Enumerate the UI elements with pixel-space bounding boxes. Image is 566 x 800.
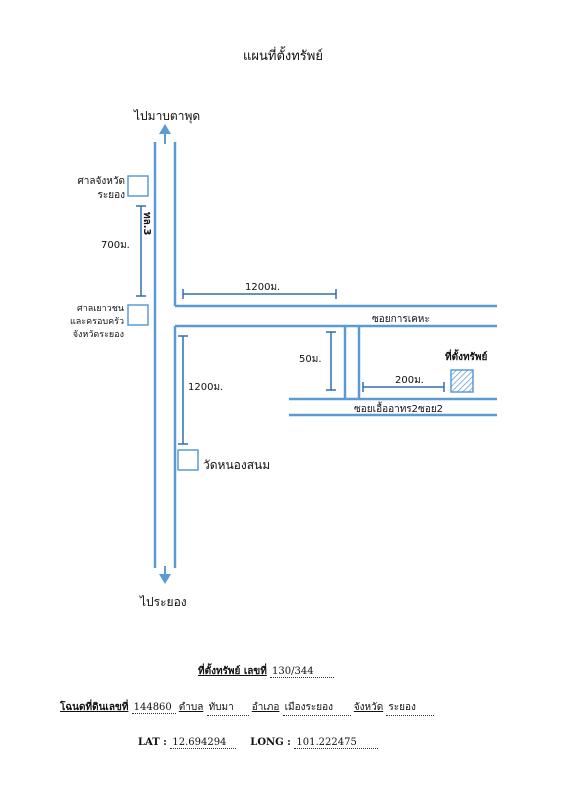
- juvenile-court-marker: [127, 304, 149, 326]
- highway-label: ทล.3: [141, 212, 152, 236]
- province-value: ระยอง: [386, 700, 435, 716]
- long-label: LONG :: [250, 737, 291, 748]
- dimension-soi-gap: [326, 331, 336, 391]
- tambon-label: ตำบล: [178, 702, 204, 713]
- tambon-value: ทับมา: [206, 700, 249, 716]
- property-label: ที่ตั้งทรัพย์: [445, 352, 488, 363]
- amphoe-value: เมืองระยอง: [282, 700, 351, 716]
- north-arrow: [159, 124, 171, 144]
- property-marker: [450, 369, 474, 393]
- soi-ue-athon-label: ซอยเอื้ออาทร2ซอย2: [354, 404, 444, 415]
- dimension-courts: [136, 205, 146, 297]
- highway-road: [153, 142, 177, 568]
- south-arrow: [159, 566, 171, 584]
- south-destination-label: ไประยอง: [140, 595, 187, 609]
- property-number-value: 130/344: [270, 666, 335, 678]
- deed-value: 144860: [131, 702, 176, 714]
- distance-soi-gap: 50ม.: [299, 354, 322, 365]
- provincial-court-marker: [127, 175, 149, 197]
- dimension-soi-main: [182, 289, 337, 299]
- lat-value: 12.694294: [170, 737, 237, 749]
- coordinates-row: LAT : 12.694294 LONG : 101.222475: [138, 737, 379, 749]
- dimension-to-property: [362, 382, 445, 392]
- juvenile-court-label: ศาลเยาวชน และครอบครัว จังหวัดระยอง: [69, 304, 124, 340]
- soi-ue-athon-road: [289, 326, 497, 417]
- property-number-row: ที่ตั้งทรัพย์ เลขที่ 130/344: [198, 664, 335, 679]
- soi-karakheha-road: [175, 304, 497, 328]
- distance-soi-main: 1200ม.: [245, 282, 281, 293]
- deed-row: โฉนดที่ดินเลขที่ 144860 ตำบล ทับมา อำเภอ…: [60, 700, 435, 716]
- deed-label: โฉนดที่ดินเลขที่: [60, 702, 129, 713]
- soi-karakheha-label: ซอยการเคหะ: [372, 314, 430, 325]
- temple-label: วัดหนองสนม: [203, 458, 271, 472]
- distance-courts: 700ม.: [101, 240, 130, 251]
- property-number-label: ที่ตั้งทรัพย์ เลขที่: [198, 666, 267, 677]
- north-destination-label: ไปมาบตาพุด: [134, 109, 201, 123]
- dimension-to-temple: [178, 335, 188, 445]
- page-title: แผนที่ตั้งทรัพย์: [243, 49, 323, 64]
- temple-marker: [177, 449, 199, 471]
- province-label: จังหวัด: [353, 702, 384, 713]
- distance-to-temple: 1200ม.: [188, 382, 224, 393]
- amphoe-label: อำเภอ: [251, 702, 280, 713]
- long-value: 101.222475: [294, 737, 379, 749]
- distance-to-property: 200ม.: [395, 375, 424, 386]
- lat-label: LAT :: [138, 737, 167, 748]
- provincial-court-label: ศาลจังหวัด ระยอง: [77, 176, 125, 201]
